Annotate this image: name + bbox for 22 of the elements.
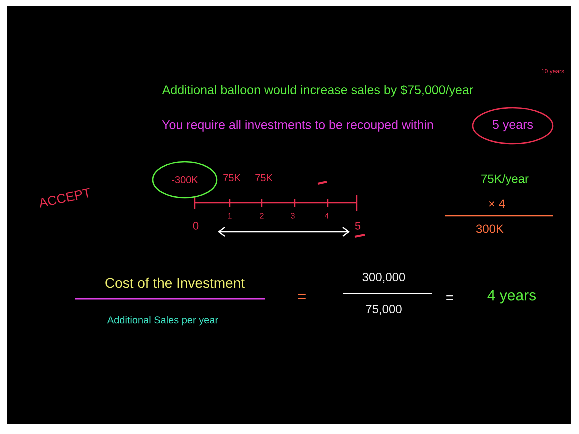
handwritten-text: 1 — [228, 213, 232, 219]
handwritten-text: Cost of the Investment — [106, 278, 245, 288]
handwritten-text: You require all investments to be recouped within — [162, 120, 434, 132]
handwritten-text: Additional Sales per year — [107, 316, 218, 326]
handwritten-text: 4 years — [488, 290, 536, 304]
handwritten-text: 75,000 — [366, 305, 402, 315]
handwritten-text: 75K/year — [482, 174, 529, 186]
handwritten-text: 0 — [193, 222, 199, 230]
handwritten-text: Additional balloon would increase sales by $75,000/year — [162, 85, 474, 97]
handwritten-text: 4 — [324, 213, 329, 219]
handwritten-text: = — [446, 296, 454, 300]
handwritten-text: = — [298, 294, 306, 300]
handwritten-text: 75K — [256, 174, 273, 182]
handwritten-text: 3 — [291, 213, 295, 219]
handwritten-text: × 4 — [489, 200, 506, 208]
circled-text: -300K — [152, 161, 218, 199]
handwritten-text: 5 — [355, 222, 361, 230]
handwritten-text: 300K — [476, 224, 504, 234]
circled-text: 5 years — [472, 107, 554, 145]
handwritten-text: ACCEPT — [40, 188, 90, 208]
handwritten-text: 300,000 — [362, 273, 406, 283]
handwritten-text: 2 — [260, 213, 264, 219]
